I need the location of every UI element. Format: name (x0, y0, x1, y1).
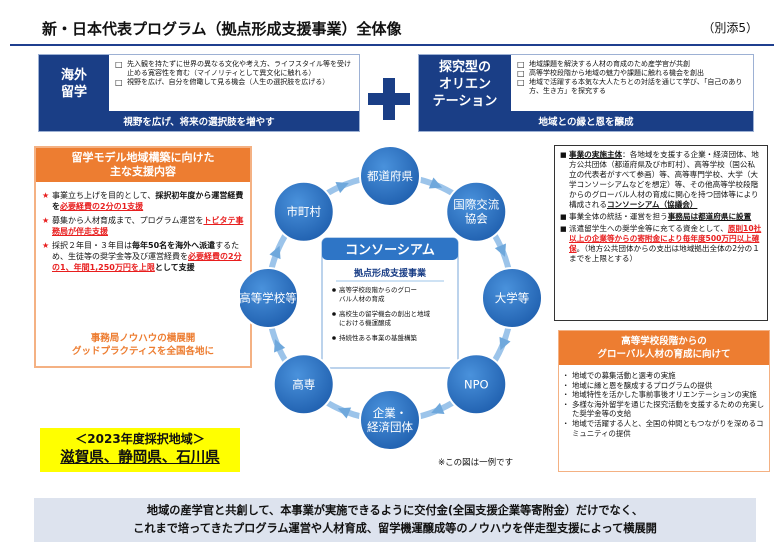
consortium-node-kosen: 高専 (272, 353, 335, 416)
diagram-example-note: ※この図は一例です (438, 458, 514, 468)
consortium-node-npo: NPO (445, 353, 508, 416)
adopted-regions-list: 滋賀県、静岡県、石川県 (60, 450, 220, 466)
cycle-arrow (337, 407, 352, 419)
orientation-heading: 探究型の オリエン テーション (419, 55, 511, 113)
annex-label: （別添5） (702, 21, 758, 35)
consortium-node-label: 高等学校等 (240, 291, 297, 305)
overseas-study-bullet: 視野を広げ、自分を俯瞰して見る機会（人生の選択肢を広げる） (115, 78, 353, 87)
consortium-node-label: 市町村 (286, 205, 321, 219)
consortium-node-label: 高専 (292, 377, 315, 391)
cycle-arrow (428, 177, 443, 189)
support-content-box: 留学モデル地域構築に向けた 主な支援内容 事業立ち上げを目的として、採択初年度か… (34, 146, 252, 368)
consortium-notes-box: 事業の実施主体：各地域を支援する企業・経済団体、地方公共団体（都道府県及び市町村… (554, 145, 768, 321)
overseas-study-bullets: 先入観を持たずに世界の異なる文化や考え方、ライフスタイル等を受け止める寛容性を育… (115, 60, 353, 87)
adopted-regions-title: ＜2023年度採択地域＞ (75, 432, 205, 446)
adopted-regions-box: ＜2023年度採択地域＞ 滋賀県、静岡県、石川県 (40, 428, 240, 472)
plus-icon (368, 78, 410, 120)
cycle-arrow (335, 182, 349, 194)
orientation-bullet: 高等学校段階から地域の魅力や課題に触れる機会を創出 (517, 69, 747, 78)
title-divider (10, 44, 774, 46)
cycle-arrow (269, 245, 281, 260)
global-talent-item: 地域特性を活かした事前事後オリエンテーションの実施 (562, 390, 765, 400)
center-title-bar (322, 238, 458, 260)
global-talent-item: 地域で活躍する人と、全国の仲間ともつながりを深めるコミュニティの提供 (562, 419, 765, 438)
support-item: 事業立ち上げを目的として、採択初年度から運営経費を必要経費の2分の1支援 (42, 190, 244, 212)
center-item: 高等学校段階からのグローバル人材の育成 (339, 285, 417, 303)
consortium-note: 事業の実施主体：各地域を支援する企業・経済団体、地方公共団体（都道府県及び市町村… (560, 150, 762, 210)
overseas-study-footer: 視野を広げ、将来の選択肢を増やす (39, 111, 359, 131)
support-heading: 留学モデル地域構築に向けた 主な支援内容 (36, 148, 250, 182)
cycle-arrow (274, 339, 286, 353)
consortium-node-label: 企業・経済団体 (367, 406, 413, 434)
center-items: 高等学校段階からのグローバル人材の育成 高校生の留学機会の創出と地域における機運… (332, 285, 431, 342)
orientation-footer: 地域との縁と恩を醸成 (419, 111, 753, 131)
consortium-node-univ: 大学等 (481, 267, 543, 329)
support-items: 事業立ち上げを目的として、採択初年度から運営経費を必要経費の2分の1支援 募集か… (42, 190, 244, 276)
global-talent-item: 多様な海外留学を通じた探究活動を支援するための充実した奨学金等の支給 (562, 400, 765, 419)
orientation-panel: 探究型の オリエン テーション 地域課題を解決する人材の育成のため産学官が共創 … (418, 54, 754, 132)
orientation-bullets: 地域課題を解決する人材の育成のため産学官が共創 高等学校段階から地域の魅力や課題… (517, 60, 747, 96)
cycle-arrows (269, 177, 511, 419)
consortium-node-highschool: 高等学校等 (240, 267, 299, 329)
consortium-note: 派遣留学生への奨学金等に充てる資金として、原則10社以上の企業等からの寄附金によ… (560, 224, 762, 264)
page-title: 新・日本代表プログラム（拠点形成支援事業）全体像 (42, 20, 402, 38)
cycle-arrow (499, 336, 511, 351)
cycle-arrow (494, 243, 506, 257)
consortium-node-label: 大学等 (495, 291, 530, 305)
overseas-study-panel: 海外 留学 先入観を持たずに世界の異なる文化や考え方、ライフスタイル等を受け止め… (38, 54, 360, 132)
consortium-diagram: コンソーシアム 拠点形成支援事業 高等学校段階からのグローバル人材の育成 高校生… (240, 145, 543, 451)
consortium-node-label: NPO (464, 377, 489, 391)
bottom-summary-line: 地域の産学官と共創して、本事業が実施できるように交付金(全国支援企業等寄附金）だ… (146, 504, 644, 517)
cycle-arrow (431, 402, 445, 414)
orientation-bullet: 地域課題を解決する人材の育成のため産学官が共創 (517, 60, 747, 69)
bottom-summary-line: これまで培ってきたプログラム運営や人材育成、留学機運醸成等のノウハウを伴走型支援… (133, 522, 657, 535)
consortium-node-label: 国際交流協会 (453, 198, 499, 226)
bottom-summary: 地域の産学官と共創して、本事業が実施できるように交付金(全国支援企業等寄附金）だ… (34, 498, 756, 542)
center-subtitle: 拠点形成支援事業 (354, 267, 427, 279)
center-item: 高校生の留学機会の創出と地域における機運醸成 (339, 309, 431, 327)
global-talent-item: 地域での募集活動と選考の実施 (562, 371, 765, 381)
consortium-note: 事業全体の統括・運営を担う事務局は都道府県に設置 (560, 212, 762, 222)
overseas-study-bullet: 先入観を持たずに世界の異なる文化や考え方、ライフスタイル等を受け止める寛容性を育… (115, 60, 353, 78)
global-talent-heading: 高等学校段階からの グローバル人材の育成に向けて (559, 331, 769, 365)
consortium-node-company: 企業・経済団体 (359, 389, 421, 451)
consortium-node-city: 市町村 (272, 180, 335, 243)
consortium-node-label: 都道府県 (367, 169, 413, 183)
center-item: 持続性ある事業の基盤構築 (339, 333, 418, 342)
consortium-node-intl: 国際交流協会 (445, 180, 508, 243)
support-item: 採択２年目・３年目は毎年50名を海外へ派遣するため、生徒等の奨学金等及び運営経費… (42, 240, 244, 273)
support-item: 募集から人材育成まで、プログラム運営をトビタテ事務局が伴走支援 (42, 215, 244, 237)
orientation-bullet: 地域で活躍する本気な大人たちとの対話を通じて学び、「自己のあり方、生き方」を探究… (517, 78, 747, 96)
global-talent-item: 地域に縁と恩を醸成するプログラムの提供 (562, 381, 765, 391)
knowhow-text: 事務局ノウハウの横展開 グッドプラクティスを全国各地に (72, 333, 214, 357)
consortium-node-prefecture: 都道府県 (359, 145, 421, 207)
center-title: コンソーシアム (345, 243, 435, 258)
global-talent-box: 高等学校段階からの グローバル人材の育成に向けて 地域での募集活動と選考の実施 … (558, 330, 770, 472)
overseas-study-heading: 海外 留学 (39, 55, 109, 113)
